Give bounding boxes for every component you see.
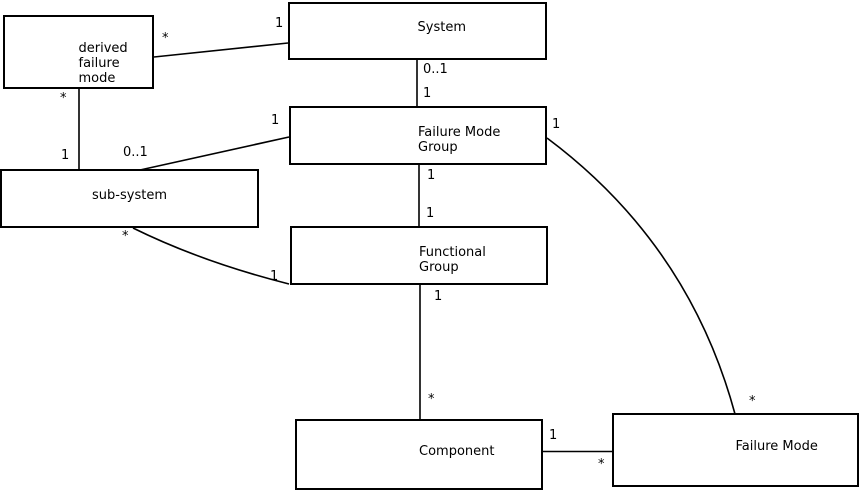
edge-failure-mode-group-sub-system: [139, 136, 290, 171]
entity-system-label: System: [418, 20, 466, 35]
multiplicity-failure-mode-group-failure-mode-source: 1: [552, 117, 561, 132]
entity-derived-failure-mode-label: derived failure mode: [79, 41, 128, 86]
multiplicity-component-failure-mode-target: *: [598, 457, 605, 472]
entity-system: System: [288, 2, 547, 60]
entity-label-line: failure: [78, 56, 120, 71]
multiplicity-derived-failure-mode-sub-system-target: 1: [61, 148, 70, 163]
multiplicity-sub-system-functional-group-target: 1: [270, 269, 279, 284]
multiplicity-system-failure-mode-group-target: 1: [423, 86, 432, 101]
multiplicity-derived-failure-mode-system-target: 1: [275, 16, 284, 31]
entity-derived-failure-mode: derived failure mode: [3, 15, 154, 89]
multiplicity-failure-mode-group-sub-system-source: 1: [271, 113, 280, 128]
entity-functional-group: Functional Group: [290, 226, 548, 285]
entity-label-line: Component: [419, 443, 495, 459]
entity-component: Component: [295, 419, 543, 490]
edge-sub-system-functional-group: [132, 227, 290, 285]
edge-failure-mode-group-failure-mode: [546, 137, 736, 415]
multiplicity-derived-failure-mode-system-source: *: [162, 31, 169, 46]
multiplicity-functional-group-component-source: 1: [434, 289, 443, 304]
multiplicity-failure-mode-group-sub-system-target: 0..1: [123, 145, 148, 160]
multiplicity-functional-group-component-target: *: [428, 392, 435, 407]
entity-component-label: Component: [419, 444, 494, 459]
entity-label-line: Group: [419, 259, 459, 275]
entity-label-line: Failure Mode: [735, 439, 818, 454]
entity-label-line: derived: [78, 41, 128, 56]
multiplicity-component-failure-mode-source: 1: [549, 428, 558, 443]
entity-sub-system-label: sub-system: [92, 188, 167, 203]
entity-functional-group-label: Functional Group: [419, 245, 486, 275]
entity-label-line: mode: [78, 71, 116, 86]
entity-sub-system: sub-system: [0, 169, 259, 228]
entity-failure-mode-group: Failure Mode Group: [289, 106, 547, 165]
multiplicity-derived-failure-mode-sub-system-source: *: [60, 91, 67, 106]
multiplicity-failure-mode-group-functional-group-target: 1: [426, 206, 435, 221]
edge-derived-failure-mode-system: [153, 42, 289, 58]
entity-failure-mode: Failure Mode: [612, 413, 859, 487]
entity-label-line: Functional: [419, 244, 486, 260]
entity-label-line: Failure Mode: [418, 124, 501, 140]
entity-label-line: Group: [418, 139, 458, 155]
entity-failure-mode-group-label: Failure Mode Group: [418, 125, 500, 155]
entity-label-line: System: [417, 20, 466, 35]
multiplicity-system-failure-mode-group-source: 0..1: [423, 62, 448, 77]
entity-failure-mode-label: Failure Mode: [736, 439, 818, 454]
multiplicity-failure-mode-group-failure-mode-target: *: [749, 394, 756, 409]
entity-label-line: sub-system: [92, 187, 167, 203]
multiplicity-sub-system-functional-group-source: *: [122, 229, 129, 244]
multiplicity-failure-mode-group-functional-group-source: 1: [427, 168, 436, 183]
